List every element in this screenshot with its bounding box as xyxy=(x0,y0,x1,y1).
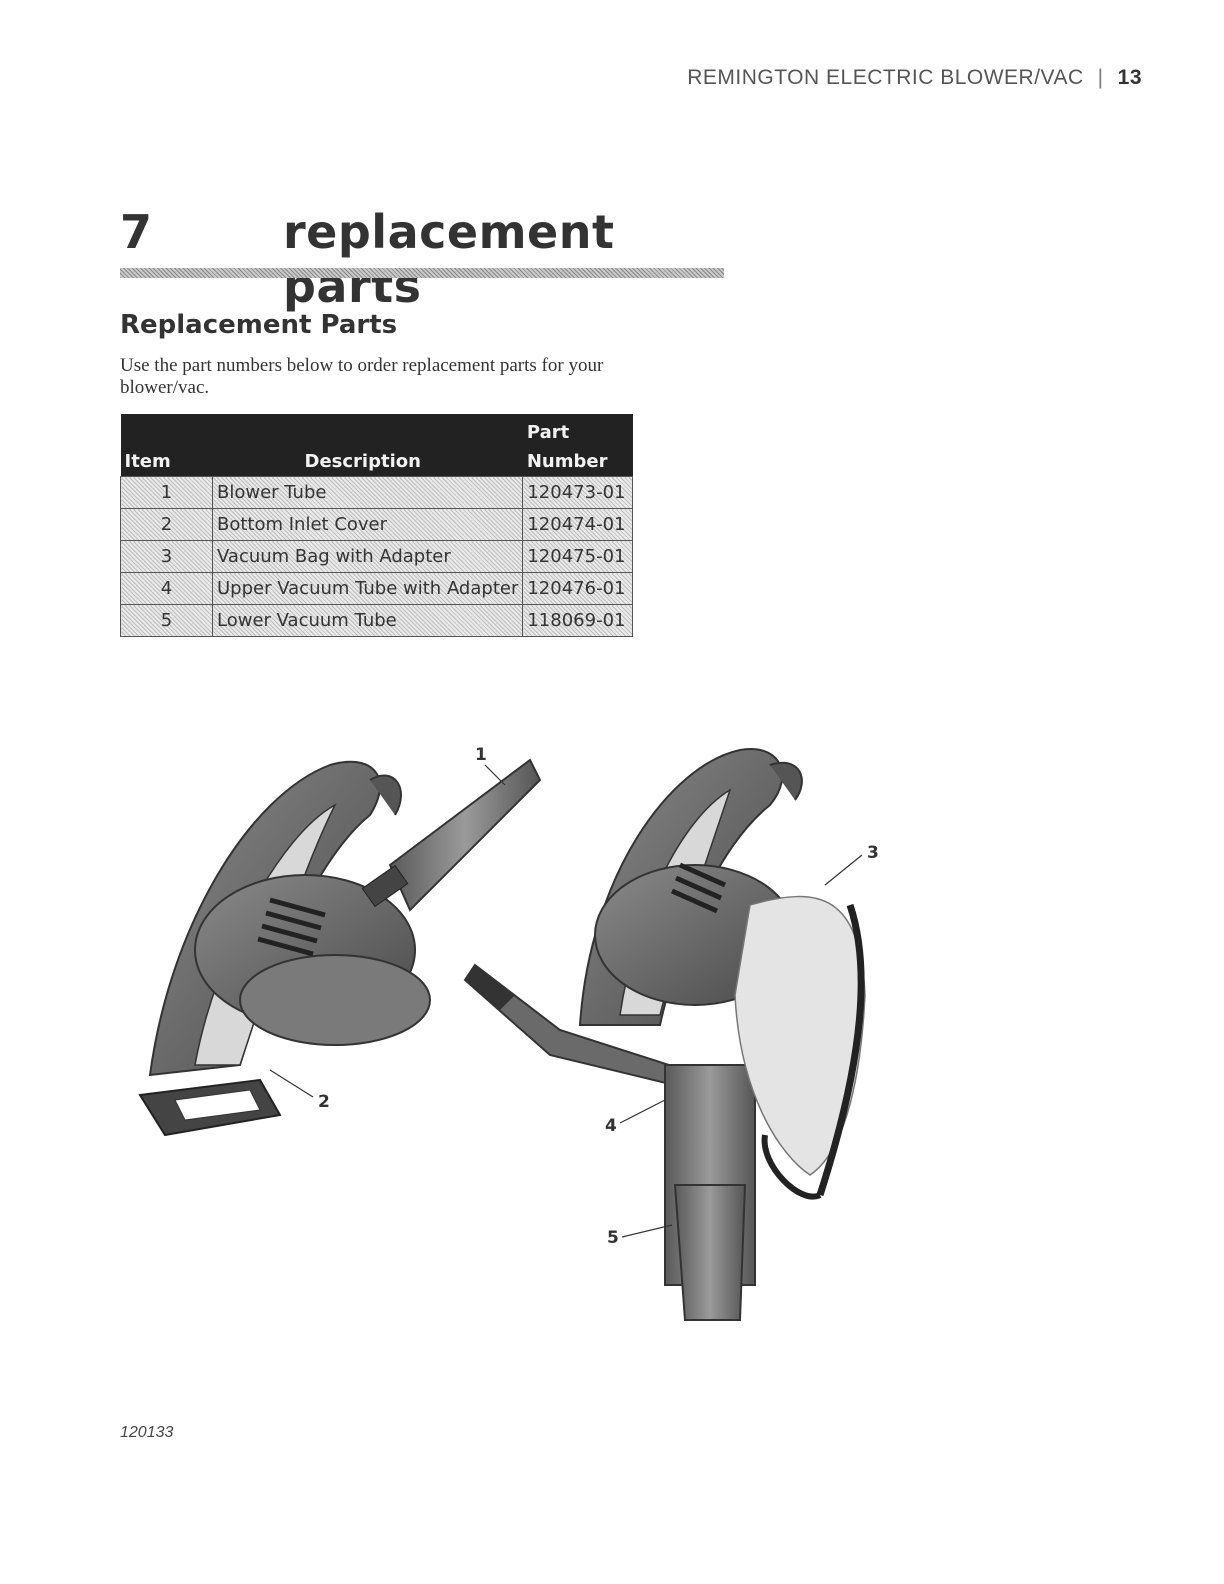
intro-paragraph: Use the part numbers below to order repl… xyxy=(120,355,604,398)
callout-1: 1 xyxy=(475,745,506,786)
cell-item: 1 xyxy=(120,476,213,509)
table-header-row: Item Description Part Number xyxy=(120,414,633,477)
callout-4: 4 xyxy=(605,1099,666,1136)
svg-text:3: 3 xyxy=(867,843,879,863)
callout-2: 2 xyxy=(269,1069,330,1112)
cell-description: Vacuum Bag with Adapter xyxy=(211,540,524,573)
header-separator: | xyxy=(1097,66,1104,89)
cell-description: Blower Tube xyxy=(211,476,524,509)
svg-text:1: 1 xyxy=(475,745,487,765)
svg-text:2: 2 xyxy=(318,1092,330,1112)
cell-part-number: 120476-01 xyxy=(522,572,633,605)
cell-part-number: 120474-01 xyxy=(522,508,633,541)
callout-5: 5 xyxy=(607,1224,673,1248)
svg-text:5: 5 xyxy=(607,1228,619,1248)
cell-item: 5 xyxy=(120,604,213,637)
parts-table: Item Description Part Number 1 Blower Tu… xyxy=(120,414,633,637)
chapter-rule xyxy=(120,268,724,278)
cell-part-number: 120475-01 xyxy=(522,540,633,573)
cell-item: 4 xyxy=(120,572,213,605)
callout-3: 3 xyxy=(824,843,879,886)
section-title: Replacement Parts xyxy=(120,310,398,340)
blower-vac-parts-illustration: 1 2 3 4 5 xyxy=(138,745,879,1321)
table-row: 2 Bottom Inlet Cover 120474-01 xyxy=(120,508,633,541)
header-description: Description xyxy=(212,414,523,477)
chapter-number: 7 xyxy=(120,205,153,259)
table-row: 3 Vacuum Bag with Adapter 120475-01 xyxy=(120,540,633,573)
cell-item: 3 xyxy=(120,540,213,573)
table-row: 4 Upper Vacuum Tube with Adapter 120476-… xyxy=(120,572,633,605)
cell-description: Lower Vacuum Tube xyxy=(211,604,524,637)
cell-part-number: 120473-01 xyxy=(522,476,633,509)
table-row: 5 Lower Vacuum Tube 118069-01 xyxy=(120,604,633,637)
header-part-number-line1: Part xyxy=(526,422,570,443)
table-row: 1 Blower Tube 120473-01 xyxy=(120,476,633,509)
svg-text:4: 4 xyxy=(605,1116,617,1136)
blower-unit xyxy=(138,758,542,1137)
page-number: 13 xyxy=(1117,66,1142,89)
cell-part-number: 118069-01 xyxy=(522,604,633,637)
vacuum-unit xyxy=(463,748,866,1321)
chapter-title: replacement parts xyxy=(283,205,615,313)
cell-description: Bottom Inlet Cover xyxy=(211,508,524,541)
header-part-number-line2: Number xyxy=(526,451,608,472)
cell-item: 2 xyxy=(120,508,213,541)
header-item: Item xyxy=(120,414,213,477)
manual-title: REMINGTON ELECTRIC BLOWER/VAC xyxy=(687,66,1084,89)
running-header: REMINGTON ELECTRIC BLOWER/VAC | 13 xyxy=(687,66,1142,90)
header-part-number: Part Number xyxy=(522,414,633,477)
document-number: 120133 xyxy=(120,1424,174,1441)
cell-description: Upper Vacuum Tube with Adapter xyxy=(211,572,524,605)
